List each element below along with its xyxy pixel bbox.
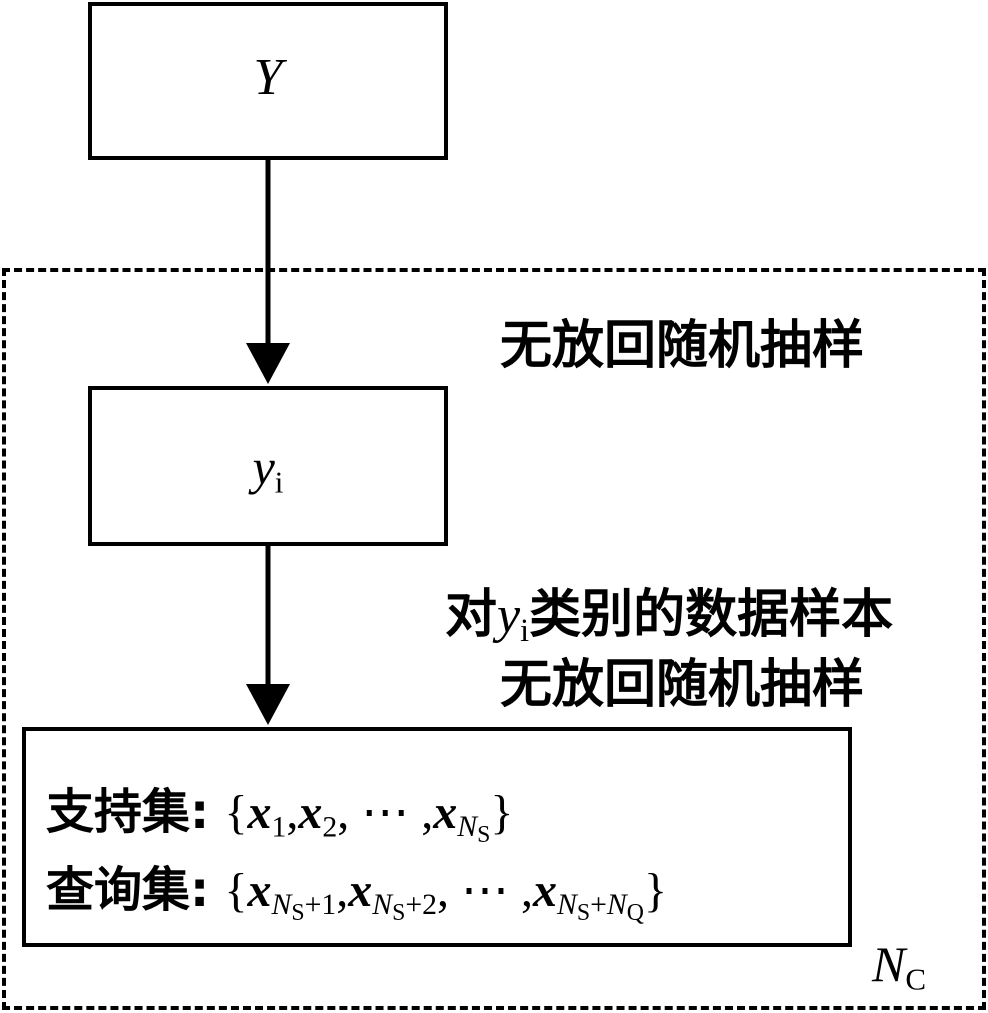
query-set-colon: : — [190, 862, 210, 918]
top-node-Y: Y — [88, 2, 448, 160]
step-sampling-label: 对yi类别的数据样本 — [445, 572, 893, 649]
arrow-yi-to-sets-head — [246, 684, 290, 725]
loop-sampling-label: 无放回随机抽样 — [500, 316, 865, 376]
step-label-prefix: 对 — [445, 585, 498, 645]
middle-node-subscript: i — [274, 464, 284, 500]
top-node-symbol: Y — [253, 49, 283, 106]
step-label-var-sub: i — [520, 612, 530, 649]
middle-node-symbol: yi — [92, 438, 444, 501]
middle-node-var: y — [252, 439, 275, 495]
repeat-count-label: NC — [872, 935, 926, 998]
arrow-Y-to-yi-head — [246, 343, 290, 384]
support-set-line: 支持集: {x1,x2, ⋯ ,xNS} — [46, 772, 513, 849]
support-set-colon: : — [190, 784, 210, 840]
middle-node-yi: yi — [88, 386, 448, 546]
step-sampling-label-line2: 无放回随机抽样 — [500, 655, 865, 715]
query-set-formula: {xNS+1,xNS+2, ⋯ ,xNS+NQ} — [224, 864, 667, 927]
repeat-count-symbol: N — [872, 936, 906, 992]
step-label-var: yi — [497, 587, 529, 648]
repeat-count-subscript: C — [905, 961, 927, 997]
support-query-node — [22, 727, 852, 947]
query-set-line: 查询集: {xNS+1,xNS+2, ⋯ ,xNS+NQ} — [46, 850, 667, 927]
sampling-loop-region — [2, 268, 986, 1010]
support-set-label: 支持集 — [46, 784, 191, 840]
step-label-var-symbol: y — [497, 587, 521, 644]
support-set-formula: {x1,x2, ⋯ ,xNS} — [224, 786, 514, 849]
step-label-suffix: 类别的数据样本 — [529, 585, 894, 645]
query-set-label: 查询集 — [46, 862, 191, 918]
